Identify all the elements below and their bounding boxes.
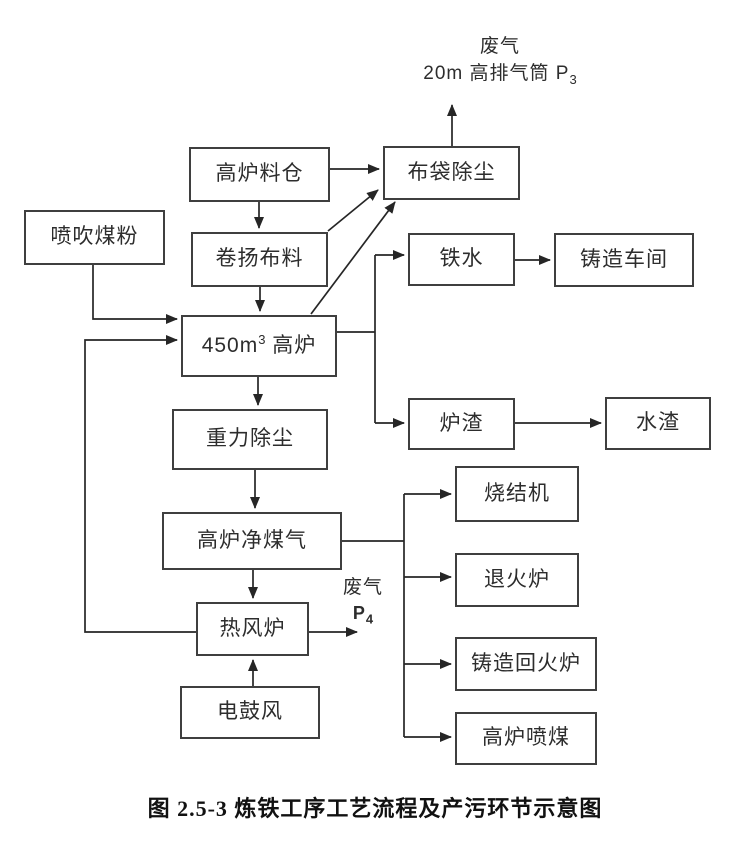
node-bag-filter-label: 布袋除尘 (407, 160, 496, 184)
stack-exhaust-label-line1: 废气 (479, 36, 520, 57)
node-slag: 炉渣 (408, 398, 515, 450)
node-annealing-furnace-label: 退火炉 (484, 567, 550, 591)
node-hot-blast-stove-label: 热风炉 (219, 616, 286, 640)
node-coal-injection-label: 喷吹煤粉 (50, 225, 139, 249)
node-material-bin-label: 高炉料仓 (215, 162, 304, 186)
edge-furnace-to-bagfilter-diagonal (310, 201, 396, 315)
node-material-bin: 高炉料仓 (189, 147, 330, 202)
node-bag-filter: 布袋除尘 (383, 146, 520, 200)
edge-hotstove-to-furnace-loop (84, 335, 196, 633)
node-coal-injection: 喷吹煤粉 (24, 210, 165, 265)
edge-hoist-to-bagfilter-diagonal (327, 189, 379, 232)
node-sintering-machine: 烧结机 (455, 466, 579, 522)
node-bf-coal-injection: 高炉喷煤 (455, 712, 597, 765)
node-tempering-furnace: 铸造回火炉 (455, 637, 597, 691)
node-sintering-machine-label: 烧结机 (484, 481, 550, 505)
node-slag-label: 炉渣 (439, 411, 484, 435)
node-blast-furnace: 450m3 高炉 (181, 315, 337, 377)
node-blast-furnace-label: 450m3 高炉 (201, 332, 317, 358)
node-casting-workshop-label: 铸造车间 (580, 247, 668, 271)
node-gravity-dedust: 重力除尘 (172, 409, 328, 470)
figure-caption: 图 2.5-3 炼铁工序工艺流程及产污环节示意图 (147, 796, 603, 821)
node-hoist-charging-label: 卷扬布料 (215, 247, 304, 271)
node-molten-iron-label: 铁水 (439, 247, 484, 271)
node-hot-blast-stove: 热风炉 (196, 602, 309, 656)
node-clean-gas-label: 高炉净煤气 (197, 528, 307, 552)
node-clean-gas: 高炉净煤气 (162, 512, 342, 570)
node-bf-coal-injection-label: 高炉喷煤 (482, 726, 570, 750)
node-molten-iron: 铁水 (408, 233, 515, 286)
node-casting-workshop: 铸造车间 (554, 233, 694, 287)
node-electric-blower-label: 电鼓风 (217, 700, 283, 724)
stack-exhaust-label-line2: 20m 高排气筒 P3 (423, 63, 577, 87)
hot-stove-exhaust-label: 废气 P4 (325, 574, 401, 632)
node-water-slag: 水渣 (605, 397, 711, 450)
hot-stove-exhaust-label-line1: 废气 (342, 577, 383, 598)
edge-coalinjection-to-furnace (92, 265, 178, 324)
node-electric-blower: 电鼓风 (180, 686, 320, 739)
node-tempering-furnace-label: 铸造回火炉 (471, 651, 581, 675)
stack-exhaust-label: 废气 20m 高排气筒 P3 (385, 33, 615, 93)
hot-stove-exhaust-label-line2: P4 (352, 603, 374, 627)
node-gravity-dedust-label: 重力除尘 (206, 427, 294, 451)
node-annealing-furnace: 退火炉 (455, 553, 579, 607)
node-water-slag-label: 水渣 (636, 411, 680, 435)
node-hoist-charging: 卷扬布料 (191, 232, 328, 287)
